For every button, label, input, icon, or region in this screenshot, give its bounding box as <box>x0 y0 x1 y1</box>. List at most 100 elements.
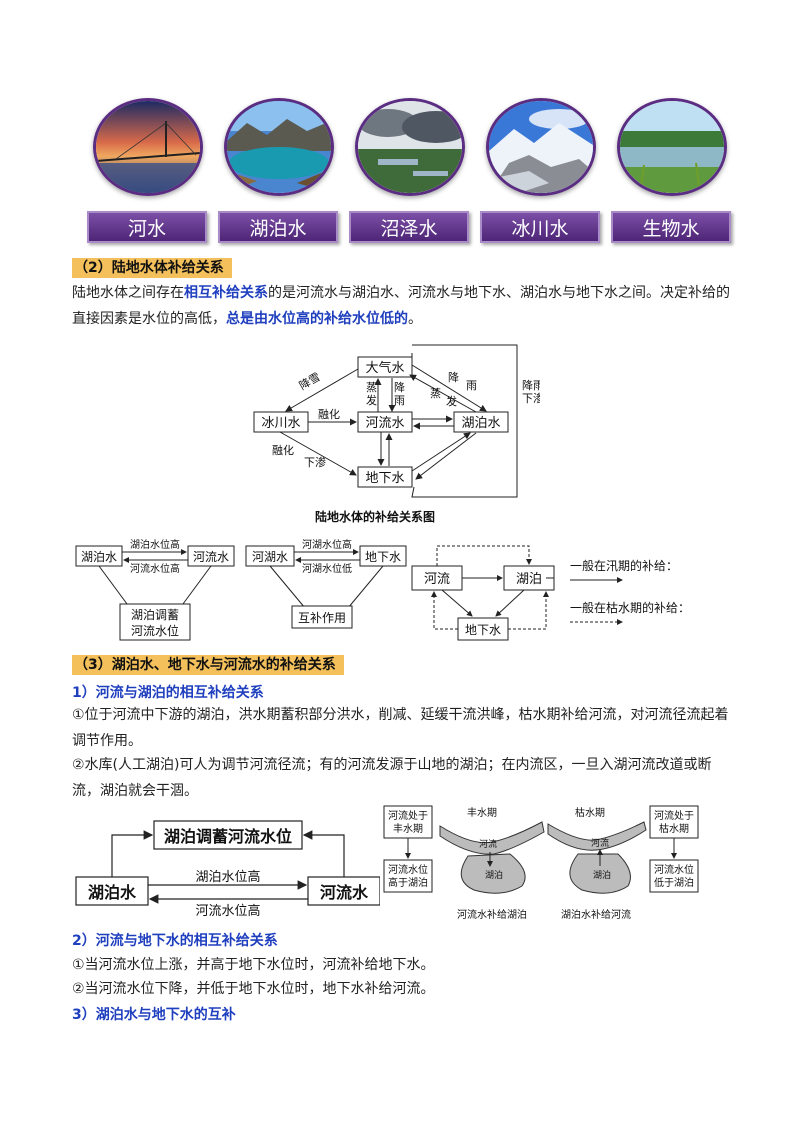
legend-flood-label: 一般在汛期的补给： <box>570 558 678 573</box>
snow-label: 降雪 <box>297 369 323 392</box>
d4-box2-a: 河流水位 <box>388 863 428 876</box>
d4-river-l: 河流 <box>479 838 497 850</box>
d3-lake-box <box>75 876 149 906</box>
c-lake-box <box>503 565 555 591</box>
section3-sub2: 2）河流与地下水的相互补给关系 <box>72 933 278 949</box>
d4-box2 <box>383 859 433 893</box>
d3-top-label: 湖泊调蓄河流水位 <box>164 827 292 846</box>
d4-box1-a: 河流处于 <box>388 809 428 822</box>
glacier-label: 冰川水 <box>261 416 300 431</box>
ground-label: 地下水 <box>365 471 404 486</box>
d4-box2-b: 高于湖泊 <box>388 876 428 889</box>
b-bottom-label: 河湖水位低 <box>302 562 352 575</box>
d3-river-label: 河流水 <box>320 883 369 902</box>
a-lake-label: 湖泊水 <box>81 549 117 564</box>
b-river-label: 河湖水 <box>252 549 288 564</box>
b-ground-label: 地下水 <box>365 550 401 564</box>
rain-label-b: 雨 <box>394 394 405 407</box>
rain2-label-b: 雨 <box>466 379 477 392</box>
evap2-label-b: 发 <box>446 394 457 408</box>
recharge-summary-diagrams: 湖泊水 河流水 湖泊水位高 河流水位高 湖泊调蓄 河流水位 河湖水 地下水 河湖… <box>75 538 690 641</box>
evap-label-a: 蒸 <box>366 381 377 394</box>
evap2-label-a: 蒸 <box>430 387 441 400</box>
photo-label-glacier: 冰川水 <box>480 211 600 243</box>
lake-photo <box>224 98 334 196</box>
river-label: 河流水 <box>365 416 404 431</box>
photo-card-river: 河水 <box>87 98 209 248</box>
photo-label-lake: 湖泊水 <box>218 211 338 243</box>
d4-box4-a: 河流水位 <box>654 863 694 876</box>
d3-top-box <box>153 820 303 850</box>
a-top-label: 湖泊水位高 <box>130 538 180 551</box>
a-river-label: 河流水 <box>193 550 229 564</box>
photo-label-river: 河水 <box>87 211 207 243</box>
atmosphere-box <box>357 356 413 378</box>
d4-box1 <box>383 805 433 839</box>
section3-p1: ①位于河流中下游的湖泊，洪水期蓄积部分洪水，削减、延缓干流洪峰，枯水期补给河流，… <box>72 707 729 749</box>
d4-box4-b: 低于湖泊 <box>654 876 694 889</box>
river-box <box>357 411 413 433</box>
flood-dry-season-diagram: 河流处于 丰水期 河流水位 高于湖泊 丰水期 河流 湖泊 河流水补给湖泊 枯水期… <box>383 805 699 921</box>
rain-seep-label-b: 下渗 <box>522 391 540 405</box>
photo-label-swamp: 沼泽水 <box>349 211 469 243</box>
river-photo <box>93 98 203 196</box>
lake-label: 湖泊水 <box>461 416 500 431</box>
d3-river-box <box>307 876 380 906</box>
seep-label: 下渗 <box>304 455 326 469</box>
d3-lower-label: 河流水位高 <box>195 903 260 919</box>
section2-paragraph: 陆地水体之间存在相互补给关系的是河流水与湖泊水、河流水与地下水、湖泊水与地下水之… <box>72 280 732 332</box>
a-regulate-label-2: 河流水位 <box>131 623 179 638</box>
d3-upper-label: 湖泊水位高 <box>195 869 260 885</box>
highlight-text: 总是由水位高的补给水位低的 <box>226 311 408 327</box>
text-run: 的是河流水与湖泊水、河流水与地下水、湖泊水与地下水之间。决定补给的直接因素是水位… <box>72 285 730 327</box>
d4-lake-l: 湖泊 <box>485 870 503 881</box>
section3-p3: ①当河流水位上涨，并高于地下水位时，河流补给地下水。 <box>72 957 435 973</box>
section3-heading: （3）湖泊水、地下水与河流水的补给关系 <box>72 655 344 675</box>
d4-river-r: 河流 <box>591 837 609 849</box>
photo-card-swamp: 沼泽水 <box>349 98 471 248</box>
melt2-label: 融化 <box>272 443 294 457</box>
rain-label-a: 降 <box>394 380 405 394</box>
photo-card-bio: 生物水 <box>611 98 733 248</box>
photo-card-glacier: 冰川水 <box>480 98 602 248</box>
section3-sub1: 1）河流与湖泊的相互补给关系 <box>72 685 264 701</box>
b-mutual-box <box>291 605 353 629</box>
legend-dry-label: 一般在枯水期的补给： <box>570 600 690 615</box>
atmosphere-label: 大气水 <box>365 360 404 376</box>
glacier-photo <box>486 98 596 196</box>
c-river-label: 河流 <box>424 572 450 587</box>
d4-box4 <box>649 859 699 893</box>
photo-label-bio: 生物水 <box>611 211 731 243</box>
land-water-recharge-diagram: 大气水 冰川水 河流水 湖泊水 地下水 降雪 蒸 发 降 雨 降 雨 蒸 发 融… <box>253 344 540 524</box>
d4-dry-label: 枯水期 <box>575 806 605 819</box>
a-regulate-label-1: 湖泊调蓄 <box>131 607 179 622</box>
diagram1-caption: 陆地水体的补给关系图 <box>315 509 435 524</box>
d4-box3-b: 枯水期 <box>659 822 689 835</box>
d3-lake-label: 湖泊水 <box>88 883 137 902</box>
section3-sub3: 3）湖泊水与地下水的互补 <box>72 1007 236 1023</box>
b-top-label: 河湖水位高 <box>302 538 352 551</box>
d4-caption-right: 湖泊水补给河流 <box>561 908 631 921</box>
text-run: 陆地水体之间存在 <box>72 285 184 301</box>
d4-box1-b: 丰水期 <box>393 822 423 835</box>
bio-photo <box>617 98 727 196</box>
section3-p4: ②当河流水位下降，并低于地下水位时，地下水补给河流。 <box>72 981 435 997</box>
ground-box <box>357 466 413 488</box>
photo-card-lake: 湖泊水 <box>218 98 340 248</box>
a-bottom-label: 河流水位高 <box>130 562 180 575</box>
section2-heading: （2）陆地水体补给关系 <box>72 258 232 278</box>
rain-seep-label-a: 降雨 <box>522 378 540 392</box>
c-ground-label: 地下水 <box>465 623 501 637</box>
d4-lake-r: 湖泊 <box>593 870 611 881</box>
text-run: 。 <box>408 311 422 327</box>
evap-label-b: 发 <box>366 393 377 407</box>
a-regulate-box <box>119 603 191 641</box>
swamp-photo <box>355 98 465 196</box>
section3-p2: ②水库(人工湖泊)可人为调节河流径流；有的河流发源于山地的湖泊；在内流区，一旦入… <box>72 757 712 799</box>
d4-caption-left: 河流水补给湖泊 <box>457 908 527 921</box>
lake-river-regulation-diagram: 湖泊调蓄河流水位 湖泊水 河流水 湖泊水位高 河流水位高 <box>75 820 380 919</box>
d4-flood-label: 丰水期 <box>467 806 497 819</box>
lake-box <box>453 411 509 433</box>
d4-box3-a: 河流处于 <box>654 809 694 822</box>
melt-label: 融化 <box>318 407 340 421</box>
